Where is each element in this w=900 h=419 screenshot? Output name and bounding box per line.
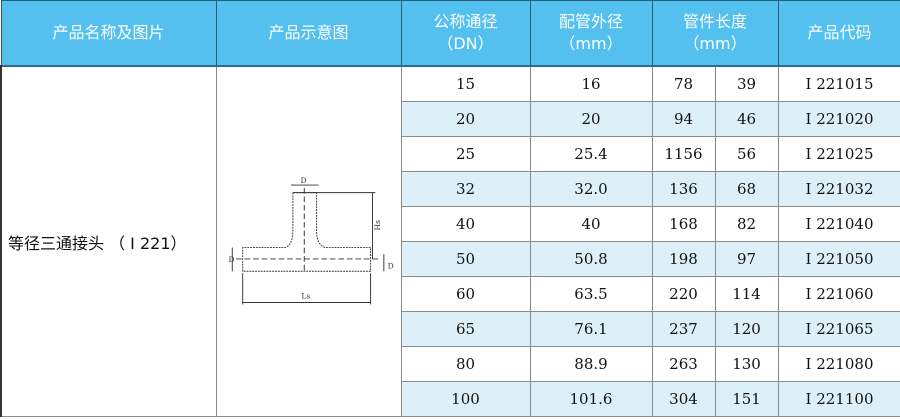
cell-hs: 130 xyxy=(714,346,779,382)
cell-dn: 40 xyxy=(400,206,531,242)
svg-text:D: D xyxy=(228,254,234,263)
cell-dn: 60 xyxy=(400,276,531,312)
header-row: 产品名称及图片 产品示意图 公称通径 （DN） 配管外径 （mm） 管件长度 （mm）… xyxy=(0,0,900,67)
header-od-label: 配管外径 xyxy=(558,12,623,31)
header-dn-label: 公称通径 xyxy=(433,12,498,31)
cell-code: I 221080 xyxy=(777,346,900,382)
cell-hs: 120 xyxy=(714,311,779,347)
cell-code: I 221050 xyxy=(777,241,900,277)
cell-code: I 221025 xyxy=(777,136,900,172)
svg-text:Ls: Ls xyxy=(301,291,310,300)
cell-ls: 263 xyxy=(651,346,716,382)
header-dn-unit: （DN） xyxy=(437,34,494,53)
cell-ls: 198 xyxy=(651,241,716,277)
svg-text:Hs: Hs xyxy=(373,219,382,230)
cell-od: 20 xyxy=(529,101,653,137)
cell-od: 32.0 xyxy=(529,171,653,207)
header-od: 配管外径 （mm） xyxy=(529,0,653,67)
cell-ls: 237 xyxy=(651,311,716,347)
cell-hs: 39 xyxy=(714,65,779,102)
cell-code: I 221060 xyxy=(777,276,900,312)
product-diagram: D Hs Ls D D xyxy=(215,65,402,417)
cell-dn: 80 xyxy=(400,346,531,382)
cell-od: 40 xyxy=(529,206,653,242)
cell-dn: 25 xyxy=(400,136,531,172)
cell-od: 25.4 xyxy=(529,136,653,172)
cell-dn: 50 xyxy=(400,241,531,277)
cell-code: I 221032 xyxy=(777,171,900,207)
tee-fitting-diagram-icon: D Hs Ls D D xyxy=(228,176,393,304)
cell-ls: 94 xyxy=(651,101,716,137)
cell-hs: 97 xyxy=(714,241,779,277)
cell-od: 50.8 xyxy=(529,241,653,277)
cell-od: 88.9 xyxy=(529,346,653,382)
cell-ls: 168 xyxy=(651,206,716,242)
cell-hs: 114 xyxy=(714,276,779,312)
svg-text:D: D xyxy=(300,176,306,185)
cell-ls: 304 xyxy=(651,381,716,417)
cell-hs: 151 xyxy=(714,381,779,417)
header-length-label: 管件长度 xyxy=(683,12,748,31)
cell-code: I 221065 xyxy=(777,311,900,347)
header-od-unit: （mm） xyxy=(559,34,623,53)
header-code: 产品代码 xyxy=(777,0,900,67)
cell-hs: 46 xyxy=(714,101,779,137)
cell-dn: 15 xyxy=(400,65,531,102)
cell-dn: 100 xyxy=(400,381,531,417)
cell-dn: 32 xyxy=(400,171,531,207)
cell-dn: 20 xyxy=(400,101,531,137)
cell-ls: 136 xyxy=(651,171,716,207)
cell-od: 63.5 xyxy=(529,276,653,312)
cell-code: I 221040 xyxy=(777,206,900,242)
header-length: 管件长度 （mm） xyxy=(651,0,779,67)
cell-ls: 220 xyxy=(651,276,716,312)
header-diagram: 产品示意图 xyxy=(215,0,402,67)
cell-od: 76.1 xyxy=(529,311,653,347)
header-product-name: 产品名称及图片 xyxy=(0,0,217,67)
cell-ls: 78 xyxy=(651,65,716,102)
cell-code: I 221020 xyxy=(777,101,900,137)
cell-hs: 56 xyxy=(714,136,779,172)
cell-dn: 65 xyxy=(400,311,531,347)
header-length-unit: （mm） xyxy=(683,34,747,53)
table-row: 等径三通接头 （ I 221） D Hs xyxy=(0,65,900,417)
cell-hs: 68 xyxy=(714,171,779,207)
cell-od: 101.6 xyxy=(529,381,653,417)
cell-code: I 221100 xyxy=(777,381,900,417)
cell-code: I 221015 xyxy=(777,65,900,102)
cell-hs: 82 xyxy=(714,206,779,242)
header-dn: 公称通径 （DN） xyxy=(400,0,531,67)
cell-ls: 1156 xyxy=(651,136,716,172)
cell-od: 16 xyxy=(529,65,653,102)
product-name: 等径三通接头 （ I 221） xyxy=(0,65,217,417)
svg-text:D: D xyxy=(387,261,393,270)
